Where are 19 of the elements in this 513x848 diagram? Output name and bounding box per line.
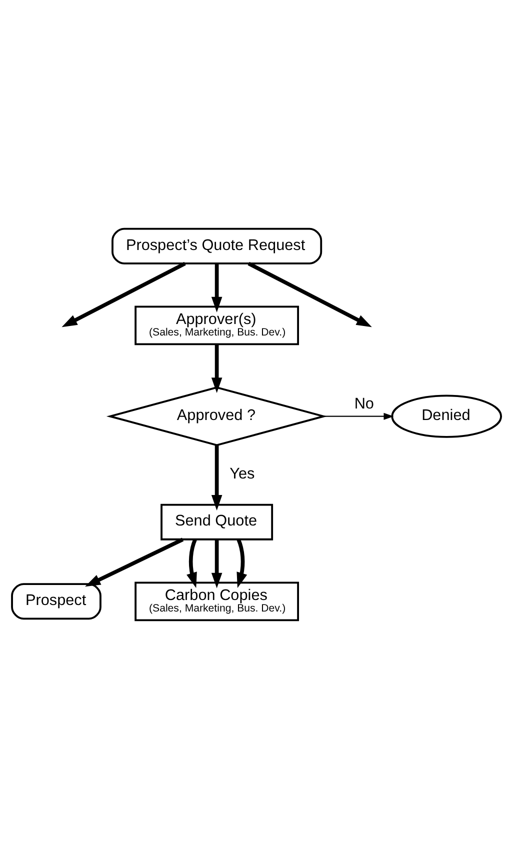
node-box: Send Quote — [160, 503, 274, 540]
arrow — [211, 538, 222, 588]
node-box: Carbon Copies (Sales, Marketing, Bus. Dev.) — [134, 581, 300, 621]
arrow — [211, 444, 222, 510]
arrow — [211, 344, 222, 393]
node-box: Prospect’s Quote Request — [112, 227, 322, 264]
edge-label: Yes — [230, 465, 255, 482]
arrow — [211, 263, 222, 312]
node-box: Prospect — [11, 582, 102, 620]
arrow — [85, 537, 184, 586]
node-box: Approver(s) (Sales, Marketing, Bus. Dev.) — [134, 305, 300, 345]
node-diamond: Approved ? — [106, 386, 328, 446]
node-ellipse: Denied — [391, 394, 502, 438]
arrow — [62, 261, 186, 327]
arrow — [236, 538, 248, 588]
arrow — [186, 538, 197, 588]
arrow — [324, 412, 394, 420]
edge-label: No — [354, 394, 374, 412]
arrow — [248, 261, 372, 327]
